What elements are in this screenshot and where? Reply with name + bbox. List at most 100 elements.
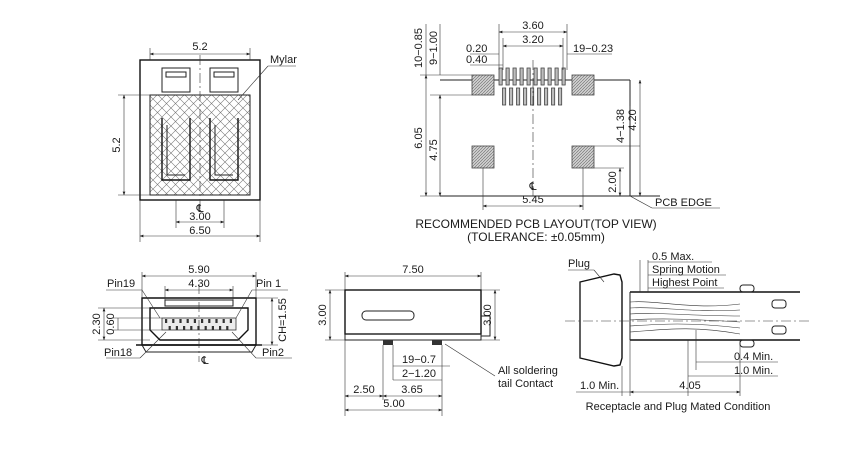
- mated-contact-spring: [629, 307, 741, 312]
- opening-dim-5-90-label: 5.90: [188, 264, 209, 276]
- pin19-label: Pin19: [107, 278, 135, 290]
- mated-caption: Receptacle and Plug Mated Condition: [586, 401, 771, 413]
- mated-contact-spring: [629, 313, 741, 317]
- pin19-leader: [141, 289, 161, 319]
- signal-pad-bottom: [502, 87, 507, 106]
- opening-contact: [211, 326, 214, 330]
- side-slot: [361, 310, 415, 321]
- signal-pad-top: [554, 67, 559, 86]
- soldering-note-line1: All soldering: [498, 365, 558, 377]
- signal-pad-bottom: [537, 87, 542, 106]
- mated-len-label: 4.05: [679, 380, 700, 392]
- opening-contact: [186, 319, 189, 323]
- pcb-dim-0-20-label: 0.20: [466, 43, 487, 55]
- mylar-leader: [237, 65, 269, 101]
- pin18-label: Pin18: [104, 347, 132, 359]
- side-dim-2-1-20-label: 2−1.20: [402, 368, 436, 380]
- signal-pad-top: [519, 67, 524, 86]
- signal-pad-bottom: [551, 87, 556, 106]
- side-dim-3-65-label: 3.65: [401, 384, 422, 396]
- receptacle-top-tab: [739, 284, 755, 293]
- opening-contact: [179, 319, 182, 323]
- opening-contact-group: [165, 319, 232, 330]
- latch-slot-left: [165, 71, 187, 78]
- pcb-edge-label: PCB EDGE: [655, 197, 712, 209]
- side-view: 7.50 3.00 3.00 19−0.7 2−1.20 2.50 3.65 5…: [317, 264, 558, 416]
- signal-pad-top: [505, 67, 510, 86]
- opening-contact: [175, 326, 178, 330]
- signal-pad-top: [498, 67, 503, 86]
- front-overall-label: 6.50: [189, 225, 210, 237]
- pcb-dim-19-0-23-label: 19−0.23: [573, 43, 613, 55]
- opening-dim-4-30-label: 4.30: [188, 278, 209, 290]
- side-length-label: 7.50: [402, 264, 423, 276]
- side-dim-5-00-label: 5.00: [383, 398, 404, 410]
- spring-finger-left-inner: [166, 125, 185, 176]
- mated-min3-label: 1.0 Min.: [580, 380, 619, 392]
- opening-ch-label: CH=1.55: [277, 298, 289, 342]
- side-rear-tab: [481, 315, 491, 337]
- pcb-dim-3-60-label: 3.60: [522, 20, 543, 32]
- mated-contact-group: [629, 301, 741, 335]
- pin2-leader: [231, 331, 257, 359]
- opening-contact: [208, 319, 211, 323]
- side-dim-19-0-7-label: 19−0.7: [402, 354, 436, 366]
- plug-label: Plug: [568, 258, 590, 270]
- pcb-dim-4-75-label: 4.75: [428, 139, 440, 160]
- pcb-dim-5-45-label: 5.45: [522, 194, 543, 206]
- opening-contact: [215, 319, 218, 323]
- receptacle-bottom-tab: [739, 339, 755, 348]
- signal-pad-top: [512, 67, 517, 86]
- anchor-pad-bottom-right: [571, 145, 595, 169]
- pcb-dim-0-40-label: 0.40: [466, 54, 487, 66]
- receptacle-slot-2: [771, 325, 787, 335]
- anchor-pad-bottom-left: [471, 145, 495, 169]
- pcb-dim-3-20-label: 3.20: [522, 34, 543, 46]
- mated-contact-spring: [629, 323, 741, 329]
- latch-window-left: [161, 67, 191, 93]
- spring-finger-right-inner: [214, 125, 233, 176]
- mated-max-label: 0.5 Max.: [652, 251, 694, 263]
- pcb-dim-4-1-38-label: 4−1.38: [615, 109, 627, 143]
- front-view: 5.2 5.2 3.00 6.50 ℄ Mylar: [111, 41, 297, 242]
- soldering-note-line2: tail Contact: [498, 378, 553, 390]
- opening-contact: [226, 326, 229, 330]
- side-tail-right: [432, 340, 442, 345]
- front-centerline-symbol: ℄: [195, 203, 203, 215]
- pin1-leader: [235, 289, 253, 319]
- opening-centerline-symbol: ℄: [200, 355, 208, 367]
- front-pitch-label: 3.00: [189, 211, 210, 223]
- opening-dim-2-30-label: 2.30: [91, 313, 103, 334]
- opening-contact: [197, 326, 200, 330]
- mylar-label: Mylar: [270, 54, 297, 66]
- side-base: [344, 333, 482, 341]
- opening-contact: [183, 326, 186, 330]
- pcb-dim-9-1-00-label: 9−1.00: [428, 31, 440, 65]
- signal-pad-bottom: [523, 87, 528, 106]
- pcb-edge-leader: [629, 195, 653, 209]
- opening-contact: [190, 326, 193, 330]
- signal-pad-top: [547, 67, 552, 86]
- opening-contact: [165, 319, 168, 323]
- front-height-label: 5.2: [111, 137, 123, 152]
- spring-finger-right: [209, 118, 239, 181]
- pcb-layout-view: 3.60 3.20 0.20 0.40 19−0.23 10−0.85 9−1.…: [413, 20, 720, 244]
- side-right-height-label: 3.00: [482, 304, 494, 325]
- side-tail-left: [383, 340, 393, 345]
- pcb-dim-2-00-label: 2.00: [607, 171, 619, 192]
- soldering-leader: [444, 343, 496, 377]
- pcb-centerline-symbol: ℄: [528, 181, 536, 193]
- latch-slot-right: [213, 71, 235, 78]
- spring-finger-left: [161, 118, 191, 181]
- opening-contact: [168, 326, 171, 330]
- opening-contact: [201, 319, 204, 323]
- front-width-label: 5.2: [192, 41, 207, 53]
- signal-pad-top: [561, 67, 566, 86]
- mated-spring-line1: Spring Motion: [652, 264, 720, 276]
- opening-contact: [219, 326, 222, 330]
- receptacle-slot-1: [771, 299, 787, 309]
- mated-min2-label: 1.0 Min.: [734, 365, 773, 377]
- side-dim-2-50-label: 2.50: [353, 384, 374, 396]
- opening-contact: [229, 319, 232, 323]
